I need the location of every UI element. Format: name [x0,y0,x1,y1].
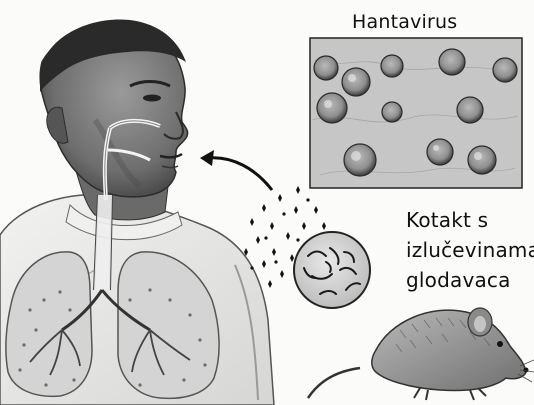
rodent-icon [308,308,534,400]
contact-label-line-3: glodavaca [406,265,534,295]
virus-micrograph-icon [310,38,522,188]
virus-title-label: Hantavirus [352,13,457,32]
contact-label-line-2: izlučevinama [406,235,534,265]
arrow-icon [200,150,272,190]
contact-label: Kotakt s izlučevinama glodavaca [406,205,534,295]
contact-label-line-1: Kotakt s [406,205,534,235]
magnified-excrement-icon [294,232,370,308]
